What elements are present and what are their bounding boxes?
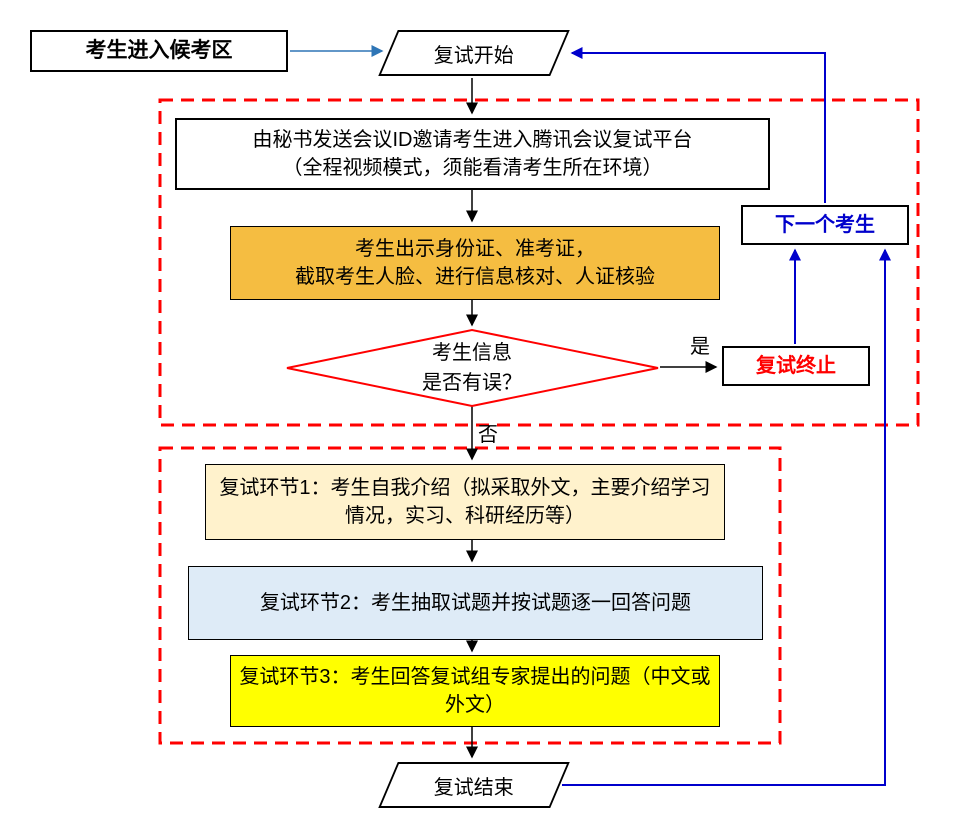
node-terminate-label: 复试终止 xyxy=(756,355,836,377)
node-decision: 考生信息 是否有误？ xyxy=(372,338,572,398)
node-end-label: 复试结束 xyxy=(434,776,514,799)
node-step2: 复试环节2：考生抽取试题并按试题逐一回答问题 xyxy=(188,566,763,640)
node-step3: 复试环节3：考生回答复试组专家提出的问题（中文或外文） xyxy=(230,655,720,727)
node-terminate: 复试终止 xyxy=(722,346,870,386)
node-start: 复试开始 xyxy=(378,30,570,76)
node-next-candidate-label: 下一个考生 xyxy=(775,214,875,236)
node-send-meeting-id-line1: 由秘书发送会议ID邀请考生进入腾讯会议复试平台 xyxy=(252,129,693,151)
node-decision-line1: 考生信息 xyxy=(432,342,512,364)
node-step1-label: 复试环节1：考生自我介绍（拟采取外文，主要介绍学习情况，实习、科研经历等） xyxy=(219,477,711,527)
edge-label-no: 否 xyxy=(478,424,498,446)
node-step1: 复试环节1：考生自我介绍（拟采取外文，主要介绍学习情况，实习、科研经历等） xyxy=(205,464,725,540)
node-end: 复试结束 xyxy=(378,762,570,808)
node-identity-verification: 考生出示身份证、准考证， 截取考生人脸、进行信息核对、人证核验 xyxy=(230,226,720,300)
node-waiting-area-label: 考生进入候考区 xyxy=(85,39,233,63)
node-waiting-area: 考生进入候考区 xyxy=(30,30,288,72)
node-start-label: 复试开始 xyxy=(434,44,514,67)
node-send-meeting-id: 由秘书发送会议ID邀请考生进入腾讯会议复试平台 （全程视频模式，须能看清考生所在… xyxy=(175,118,770,190)
node-step3-label: 复试环节3：考生回答复试组专家提出的问题（中文或外文） xyxy=(239,666,711,716)
node-send-meeting-id-line2: （全程视频模式，须能看清考生所在环境） xyxy=(282,157,663,179)
node-identity-verification-line1: 考生出示身份证、准考证， xyxy=(355,238,595,260)
edge-label-yes: 是 xyxy=(690,336,710,358)
node-decision-line2: 是否有误？ xyxy=(422,372,522,394)
node-identity-verification-line2: 截取考生人脸、进行信息核对、人证核验 xyxy=(295,266,655,288)
node-next-candidate: 下一个考生 xyxy=(741,205,909,245)
node-step2-label: 复试环节2：考生抽取试题并按试题逐一回答问题 xyxy=(259,592,692,614)
